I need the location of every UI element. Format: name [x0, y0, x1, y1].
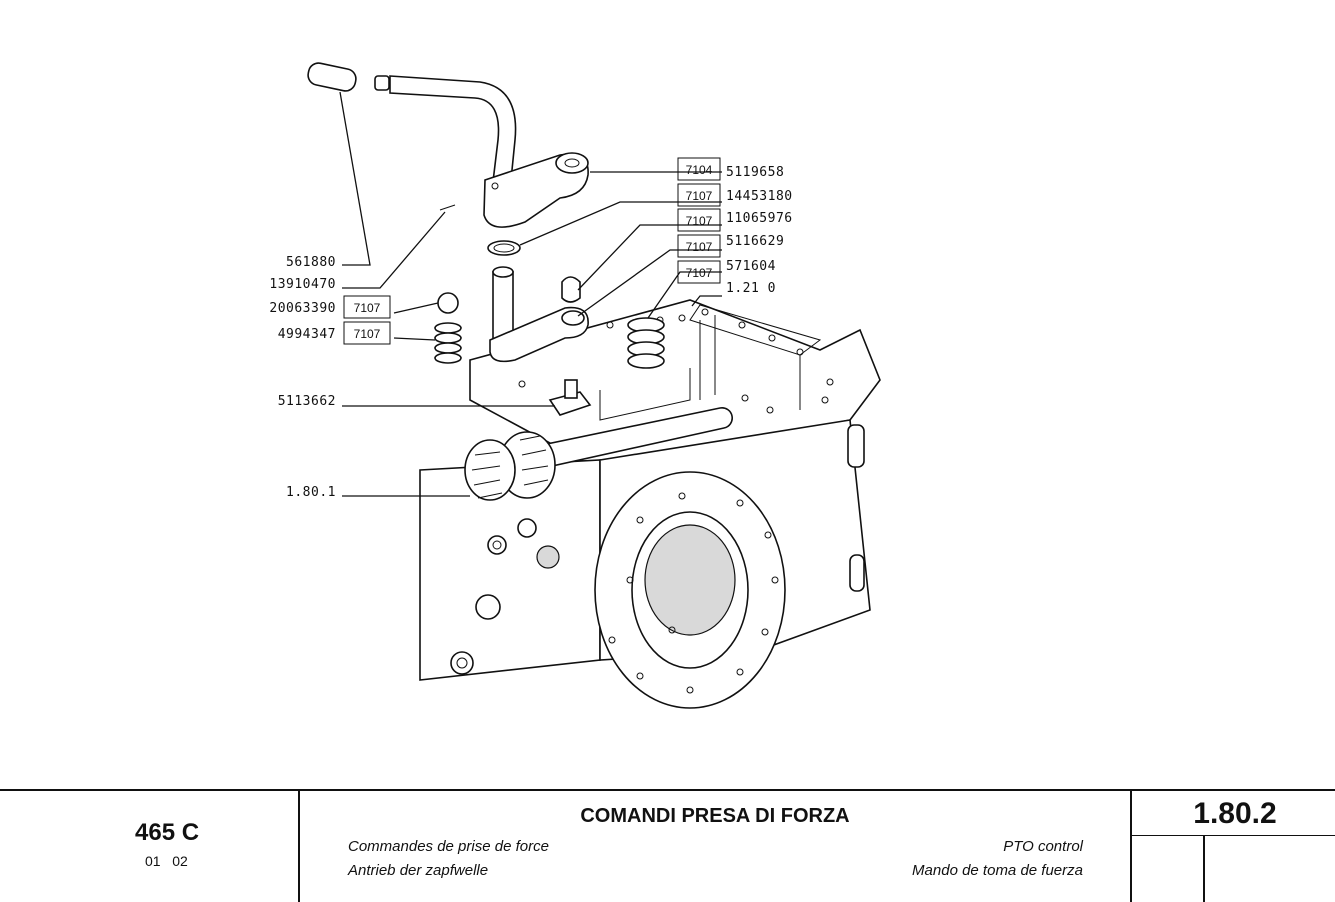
part-number: 571604 — [726, 259, 776, 274]
page-title: COMANDI PRESA DI FORZA — [580, 805, 850, 827]
callout-code: 7107 — [686, 189, 713, 203]
small-parts — [434, 204, 665, 416]
callout-code: 7107 — [354, 327, 381, 341]
part-number: 1.21 0 — [726, 281, 776, 296]
exploded-view-drawing: 7104 5119658 7107 14453180 7107 11065976… — [269, 62, 881, 709]
title-spanish: Mando de toma de fuerza — [912, 862, 1083, 879]
callout-l4: 4994347 7107 — [278, 321, 391, 345]
divider — [1132, 835, 1335, 836]
part-number: 1.80.1 — [286, 485, 336, 500]
part-number: 14453180 — [726, 189, 793, 204]
callout-r6: 1.21 0 — [726, 281, 776, 296]
page-reference: 1.80.2 — [1193, 797, 1277, 830]
divider — [298, 791, 300, 902]
callout-code: 7104 — [686, 163, 713, 177]
model-edition: 01 02 — [145, 853, 188, 869]
callout-r4: 7107 5116629 — [677, 234, 784, 258]
title-block: 465 C 01 02 COMANDI PRESA DI FORZA Comma… — [0, 789, 1335, 902]
callout-code: 7107 — [686, 240, 713, 254]
part-number: 20063390 — [269, 301, 336, 316]
callout-code: 7107 — [686, 266, 713, 280]
part-number: 13910470 — [269, 277, 336, 292]
callout-code: 7107 — [354, 301, 381, 315]
callout-l3: 20063390 7107 — [269, 295, 391, 319]
part-number: 5116629 — [726, 234, 784, 249]
title-german: Antrieb der zapfwelle — [348, 862, 489, 879]
callout-code: 7107 — [686, 214, 713, 228]
title-english: PTO control — [1003, 838, 1083, 855]
pto-shaft — [464, 407, 733, 501]
callout-r3: 7107 11065976 — [677, 208, 793, 232]
callouts-left: 561880 13910470 20063390 7107 4994347 71… — [269, 255, 391, 500]
model-name: 465 C — [135, 819, 200, 846]
callout-r1: 7104 5119658 — [677, 157, 784, 181]
pto-lever — [307, 62, 589, 228]
part-number: 5113662 — [278, 394, 336, 409]
leader-lines — [339, 91, 722, 497]
transmission-housing — [419, 299, 881, 709]
callout-r2: 7107 14453180 — [677, 183, 793, 207]
part-number: 561880 — [286, 255, 336, 270]
title-french: Commandes de prise de force — [348, 838, 549, 855]
divider — [1130, 791, 1132, 902]
part-number: 5119658 — [726, 165, 784, 180]
callout-r5: 7107 571604 — [677, 259, 776, 284]
part-number: 11065976 — [726, 211, 793, 226]
callouts-right: 7104 5119658 7107 14453180 7107 11065976… — [677, 157, 793, 296]
divider — [1203, 836, 1205, 902]
part-number: 4994347 — [278, 327, 336, 342]
